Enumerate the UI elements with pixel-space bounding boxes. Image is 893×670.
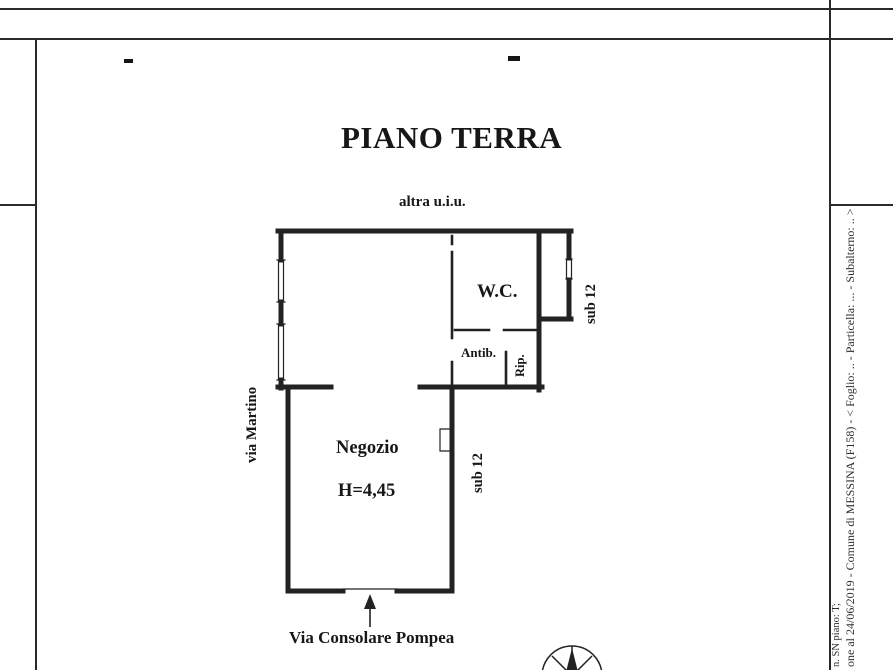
walls <box>275 228 574 594</box>
entrance-arrow-icon <box>364 594 376 627</box>
label-antib: Antib. <box>461 345 497 360</box>
left-fold-tick <box>0 204 35 206</box>
label-altra-uiu: altra u.i.u. <box>399 194 466 210</box>
frame-line-top-outer <box>0 8 893 10</box>
walls-thick <box>275 228 574 594</box>
label-rip: Rip. <box>513 354 527 377</box>
scan-mark-left <box>124 59 133 63</box>
margin-cadastral-text: one al 24/06/2019 - Comune di MESSINA (F… <box>843 208 857 668</box>
frame-line-left <box>35 38 37 670</box>
right-fold-tick <box>831 204 893 206</box>
frame-line-right <box>829 0 831 670</box>
label-sub12-upper: sub 12 <box>583 284 599 324</box>
frame-line-top-inner <box>0 38 893 40</box>
label-via-martino: via Martino <box>244 386 260 463</box>
walls-medium <box>450 234 539 390</box>
label-negozio-height: H=4,45 <box>338 481 396 501</box>
margin-unit-text: n. SN piano: T; <box>831 603 842 667</box>
scan-mark-center <box>508 56 520 61</box>
page-title: PIANO TERRA <box>341 120 563 155</box>
north-compass-icon <box>541 645 603 670</box>
label-negozio: Negozio <box>336 438 399 458</box>
walls-thin <box>276 258 573 590</box>
label-sub12-lower: sub 12 <box>470 453 486 493</box>
label-via-consolare-pompea: Via Consolare Pompea <box>289 628 455 647</box>
label-wc: W.C. <box>477 281 518 302</box>
